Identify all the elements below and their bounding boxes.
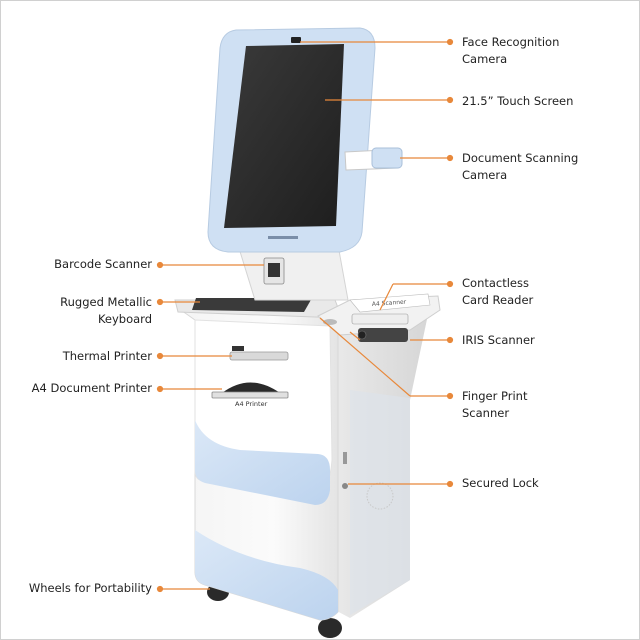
touch-screen [224,44,344,228]
label-document-scanning-line2: Camera [462,168,508,182]
barcode-window [268,263,280,277]
label-face-recognition-line1: Face Recognition [462,35,560,49]
a4-printer-mouth [222,382,280,393]
label-secured-lock: Secured Lock [462,476,539,490]
front-lower-blue [195,530,338,620]
label-document-scanning: Document Scanning Camera [462,150,578,184]
lock-handle [343,452,347,464]
doc-camera-head [371,147,403,169]
label-a4-printer: A4 Document Printer [31,381,152,395]
label-contactless-line1: Contactless [462,276,529,290]
label-keyboard-line2: Keyboard [97,312,152,326]
a4-printer-text: A4 Printer [235,400,268,408]
front-blue-band [195,420,330,505]
side-blue-panel [350,390,410,615]
label-contactless-line2: Card Reader [462,293,534,307]
receipt-printer-logo [232,346,244,351]
label-finger-print-line2: Scanner [462,406,510,420]
secured-lock [342,483,348,489]
label-contactless: Contactless Card Reader [462,275,533,309]
label-barcode: Barcode Scanner [54,257,152,271]
label-finger-print-line1: Finger Print [462,389,528,403]
label-face-recognition: Face Recognition Camera [462,34,559,68]
speaker-vent [366,482,394,510]
label-touch-screen: 21.5” Touch Screen [462,94,574,108]
thermal-printer-slot [229,351,289,361]
scanner-tray-text: A4 Scanner [372,299,407,308]
iris-scanner [358,328,408,342]
label-iris: IRIS Scanner [462,333,535,347]
face-camera [291,37,301,43]
label-keyboard-line1: Rugged Metallic [60,295,152,309]
monitor-stand [237,244,349,301]
label-finger-print: Finger Print Scanner [462,388,527,422]
iris-lens [357,330,367,340]
a4-scanner-tray [349,293,431,313]
label-wheels: Wheels for Portability [28,581,152,595]
label-thermal: Thermal Printer [62,349,152,363]
contactless-reader [351,313,409,325]
callout-lines [156,38,454,593]
label-document-scanning-line1: Document Scanning [462,151,579,165]
brand-logo [268,236,298,239]
label-keyboard: Rugged Metallic Keyboard [60,294,152,328]
metallic-keyboard [192,298,312,312]
a4-printer-slot [211,391,289,399]
label-face-recognition-line2: Camera [462,52,508,66]
